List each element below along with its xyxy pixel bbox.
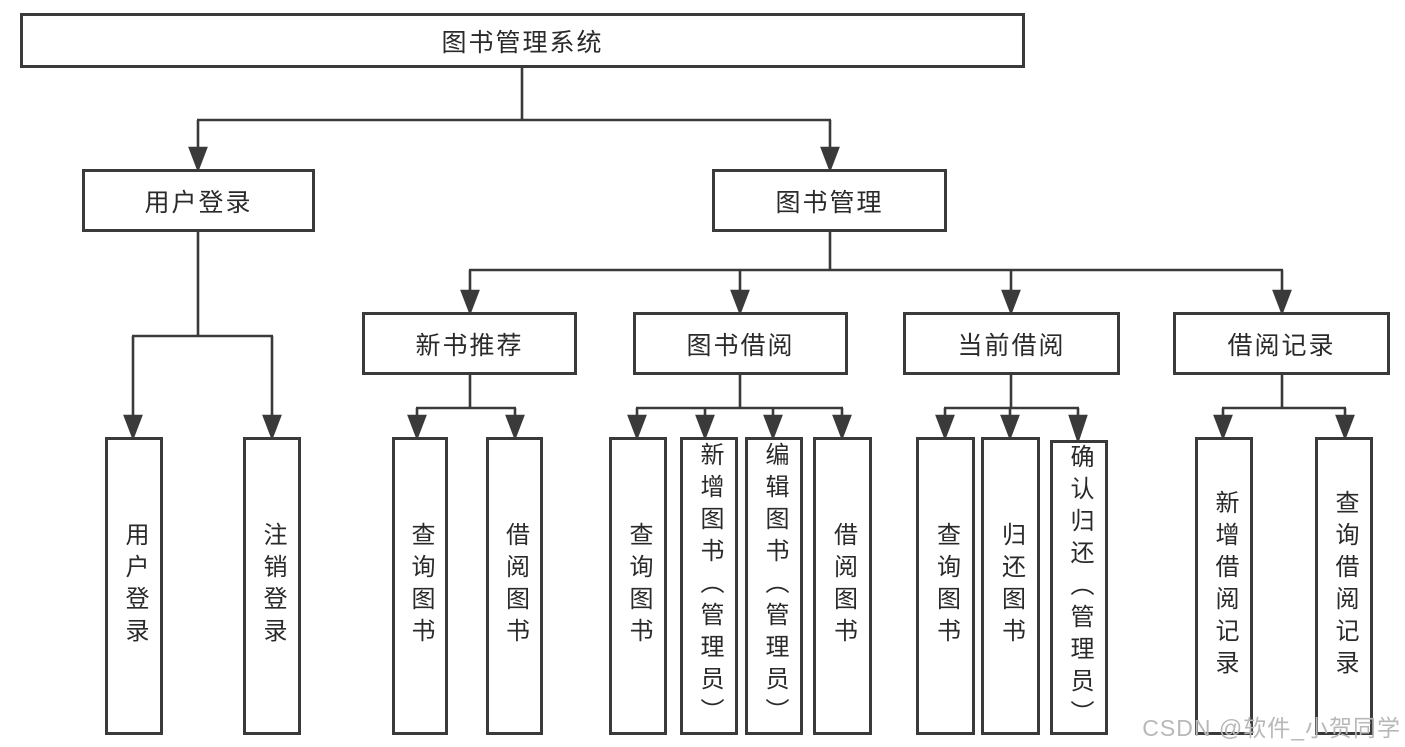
node-label: 新增图书（管理员）	[696, 442, 723, 730]
node-label: 当前借阅	[957, 331, 1066, 360]
leaf-logout: 注销登录	[243, 437, 301, 735]
node-label: 借阅图书	[829, 522, 857, 650]
node-label: 新增借阅记录	[1211, 490, 1238, 682]
node-label: 用户登录	[144, 188, 253, 217]
arrowhead	[832, 414, 852, 441]
node-label: 借阅图书	[501, 522, 529, 650]
leaf-confirm-return-admin: 确认归还（管理员）	[1050, 440, 1108, 735]
node-label: 查询借阅记录	[1331, 490, 1358, 682]
node-label: 用户登录	[121, 522, 148, 650]
leaf-user-login: 用户登录	[105, 437, 163, 735]
arrowhead	[935, 414, 955, 441]
arrowhead	[730, 289, 750, 316]
node-label: 借阅记录	[1227, 331, 1336, 360]
arrowhead	[123, 414, 143, 441]
leaf-add-borrow-record: 新增借阅记录	[1195, 437, 1253, 735]
arrowhead	[1068, 414, 1088, 445]
arrowhead	[407, 414, 427, 441]
node-label: 图书管理系统	[441, 28, 604, 57]
node-book-borrow: 图书借阅	[633, 312, 848, 375]
leaf-query-books-1: 查询图书	[392, 437, 448, 735]
arrowhead	[1001, 289, 1021, 316]
node-label: 查询图书	[932, 522, 960, 650]
node-label: 注销登录	[259, 522, 286, 650]
leaf-query-books-2: 查询图书	[609, 437, 667, 735]
arrowhead	[1272, 289, 1292, 316]
leaf-return-book: 归还图书	[981, 437, 1040, 735]
node-current-borrow: 当前借阅	[903, 312, 1120, 375]
node-borrow-record: 借阅记录	[1173, 312, 1390, 375]
node-label: 图书借阅	[686, 331, 795, 360]
node-label: 确认归还（管理员）	[1066, 443, 1093, 732]
node-label: 查询图书	[625, 522, 652, 650]
arrowhead	[505, 414, 525, 441]
node-label: 归还图书	[997, 522, 1025, 650]
arrowhead	[262, 414, 282, 441]
node-label: 编辑图书（管理员）	[761, 442, 788, 730]
csdn-watermark: CSDN @软件_小贺同学	[1142, 715, 1401, 741]
arrowhead	[763, 414, 783, 441]
node-new-book-recommend: 新书推荐	[362, 312, 577, 375]
leaf-query-books-3: 查询图书	[916, 437, 975, 735]
arrowhead	[1335, 414, 1355, 441]
arrowhead	[627, 414, 647, 441]
node-label: 新书推荐	[415, 331, 524, 360]
arrowhead	[695, 414, 715, 441]
arrowhead	[188, 146, 208, 173]
leaf-add-book-admin: 新增图书（管理员）	[680, 437, 738, 735]
node-user-login-branch: 用户登录	[82, 169, 315, 232]
arrowhead	[820, 146, 840, 173]
arrowhead	[460, 289, 480, 316]
node-label: 图书管理	[775, 188, 884, 217]
leaf-borrow-books-2: 借阅图书	[813, 437, 872, 735]
arrowhead	[1000, 414, 1020, 441]
leaf-query-borrow-record: 查询借阅记录	[1315, 437, 1373, 735]
node-book-management: 图书管理	[712, 169, 947, 232]
leaf-edit-book-admin: 编辑图书（管理员）	[745, 437, 803, 735]
node-library-system: 图书管理系统	[20, 13, 1025, 68]
node-label: 查询图书	[407, 522, 434, 650]
leaf-borrow-books-1: 借阅图书	[486, 437, 543, 735]
arrowhead	[1213, 414, 1233, 441]
